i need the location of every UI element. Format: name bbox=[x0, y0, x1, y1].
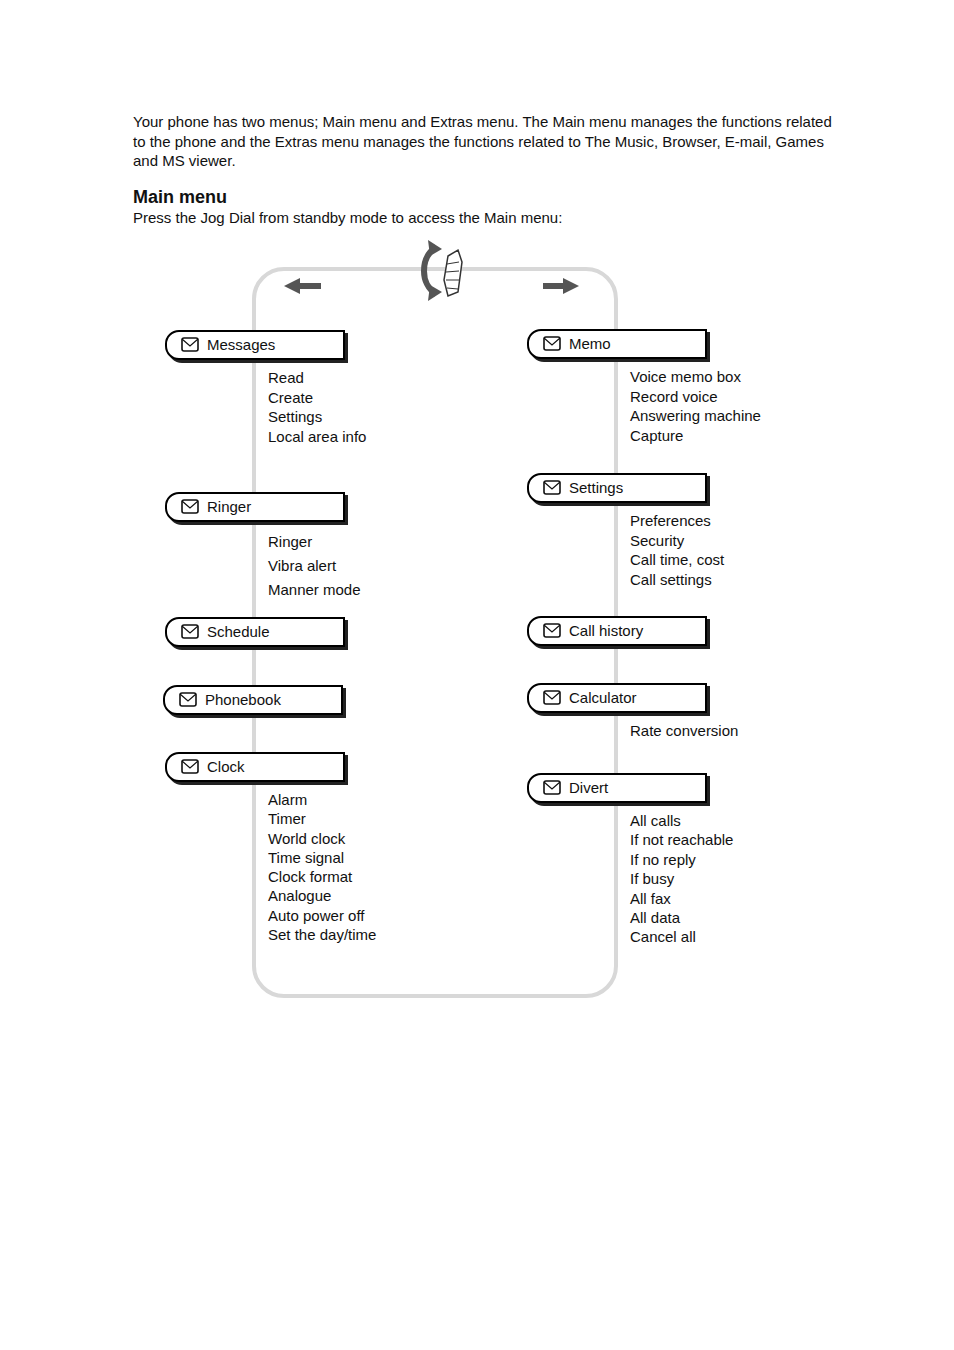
submenu-item: Vibra alert bbox=[268, 554, 361, 578]
menu-title: Calculator bbox=[569, 689, 637, 706]
submenu-item: Security bbox=[630, 531, 724, 551]
submenu-item: Analogue bbox=[268, 886, 376, 905]
submenu-item: Call settings bbox=[630, 570, 724, 590]
menu-box: Call history bbox=[527, 616, 707, 646]
menu-box: RingerRingerVibra alertManner mode bbox=[165, 492, 345, 522]
left-arrow bbox=[284, 278, 321, 294]
menu-box: ClockAlarmTimerWorld clockTime signalClo… bbox=[165, 752, 345, 782]
submenu-list: All callsIf not reachableIf no replyIf b… bbox=[630, 811, 733, 947]
submenu-item: If no reply bbox=[630, 850, 733, 869]
menu-title: Call history bbox=[569, 622, 643, 639]
menu-icon bbox=[180, 336, 200, 354]
menu-box: MemoVoice memo boxRecord voiceAnswering … bbox=[527, 329, 707, 359]
menu-title: Memo bbox=[569, 335, 611, 352]
submenu-item: Rate conversion bbox=[630, 721, 738, 741]
submenu-item: Capture bbox=[630, 426, 761, 446]
menu-box: CalculatorRate conversion bbox=[527, 683, 707, 713]
menu-title: Messages bbox=[207, 336, 275, 353]
submenu-item: Auto power off bbox=[268, 906, 376, 925]
menu-title: Settings bbox=[569, 479, 623, 496]
submenu-item: Time signal bbox=[268, 848, 376, 867]
menu-box: DivertAll callsIf not reachableIf no rep… bbox=[527, 773, 707, 803]
menu-title: Ringer bbox=[207, 498, 251, 515]
menu-box: SettingsPreferencesSecurityCall time, co… bbox=[527, 473, 707, 503]
menu-icon bbox=[542, 779, 562, 797]
menu-box: Schedule bbox=[165, 617, 345, 647]
submenu-item: Timer bbox=[268, 809, 376, 828]
menu-icon bbox=[178, 691, 198, 709]
submenu-item: If busy bbox=[630, 869, 733, 888]
submenu-item: Cancel all bbox=[630, 927, 733, 946]
menu-icon bbox=[180, 498, 200, 516]
menu-box: MessagesReadCreateSettingsLocal area inf… bbox=[165, 330, 345, 360]
submenu-item: Alarm bbox=[268, 790, 376, 809]
submenu-item: Call time, cost bbox=[630, 550, 724, 570]
menu-title: Phonebook bbox=[205, 691, 281, 708]
submenu-item: Manner mode bbox=[268, 578, 361, 602]
submenu-item: All fax bbox=[630, 889, 733, 908]
submenu-item: Set the day/time bbox=[268, 925, 376, 944]
menu-title: Clock bbox=[207, 758, 245, 775]
menu-icon bbox=[542, 479, 562, 497]
submenu-item: If not reachable bbox=[630, 830, 733, 849]
submenu-item: Clock format bbox=[268, 867, 376, 886]
menu-icon bbox=[542, 335, 562, 353]
submenu-item: Read bbox=[268, 368, 366, 388]
menu-box: Phonebook bbox=[163, 685, 343, 715]
submenu-item: Ringer bbox=[268, 530, 361, 554]
instruction-text: Press the Jog Dial from standby mode to … bbox=[133, 209, 562, 226]
submenu-item: World clock bbox=[268, 829, 376, 848]
submenu-item: Answering machine bbox=[630, 406, 761, 426]
submenu-list: ReadCreateSettingsLocal area info bbox=[268, 368, 366, 446]
submenu-list: PreferencesSecurityCall time, costCall s… bbox=[630, 511, 724, 589]
submenu-item: Settings bbox=[268, 407, 366, 427]
submenu-item: Preferences bbox=[630, 511, 724, 531]
submenu-item: All calls bbox=[630, 811, 733, 830]
jog-dial-icon bbox=[424, 240, 462, 301]
submenu-list: Rate conversion bbox=[630, 721, 738, 741]
menu-icon bbox=[180, 623, 200, 641]
submenu-list: Voice memo boxRecord voiceAnswering mach… bbox=[630, 367, 761, 445]
submenu-item: Voice memo box bbox=[630, 367, 761, 387]
submenu-item: All data bbox=[630, 908, 733, 927]
menu-title: Divert bbox=[569, 779, 608, 796]
submenu-item: Record voice bbox=[630, 387, 761, 407]
submenu-item: Local area info bbox=[268, 427, 366, 447]
right-arrow bbox=[543, 278, 579, 294]
submenu-list: AlarmTimerWorld clockTime signalClock fo… bbox=[268, 790, 376, 944]
intro-text: Your phone has two menus; Main menu and … bbox=[133, 112, 843, 171]
menu-icon bbox=[542, 622, 562, 640]
menu-icon bbox=[180, 758, 200, 776]
menu-icon bbox=[542, 689, 562, 707]
submenu-item: Create bbox=[268, 388, 366, 408]
menu-title: Schedule bbox=[207, 623, 270, 640]
submenu-list: RingerVibra alertManner mode bbox=[268, 530, 361, 602]
heading: Main menu bbox=[133, 187, 227, 208]
